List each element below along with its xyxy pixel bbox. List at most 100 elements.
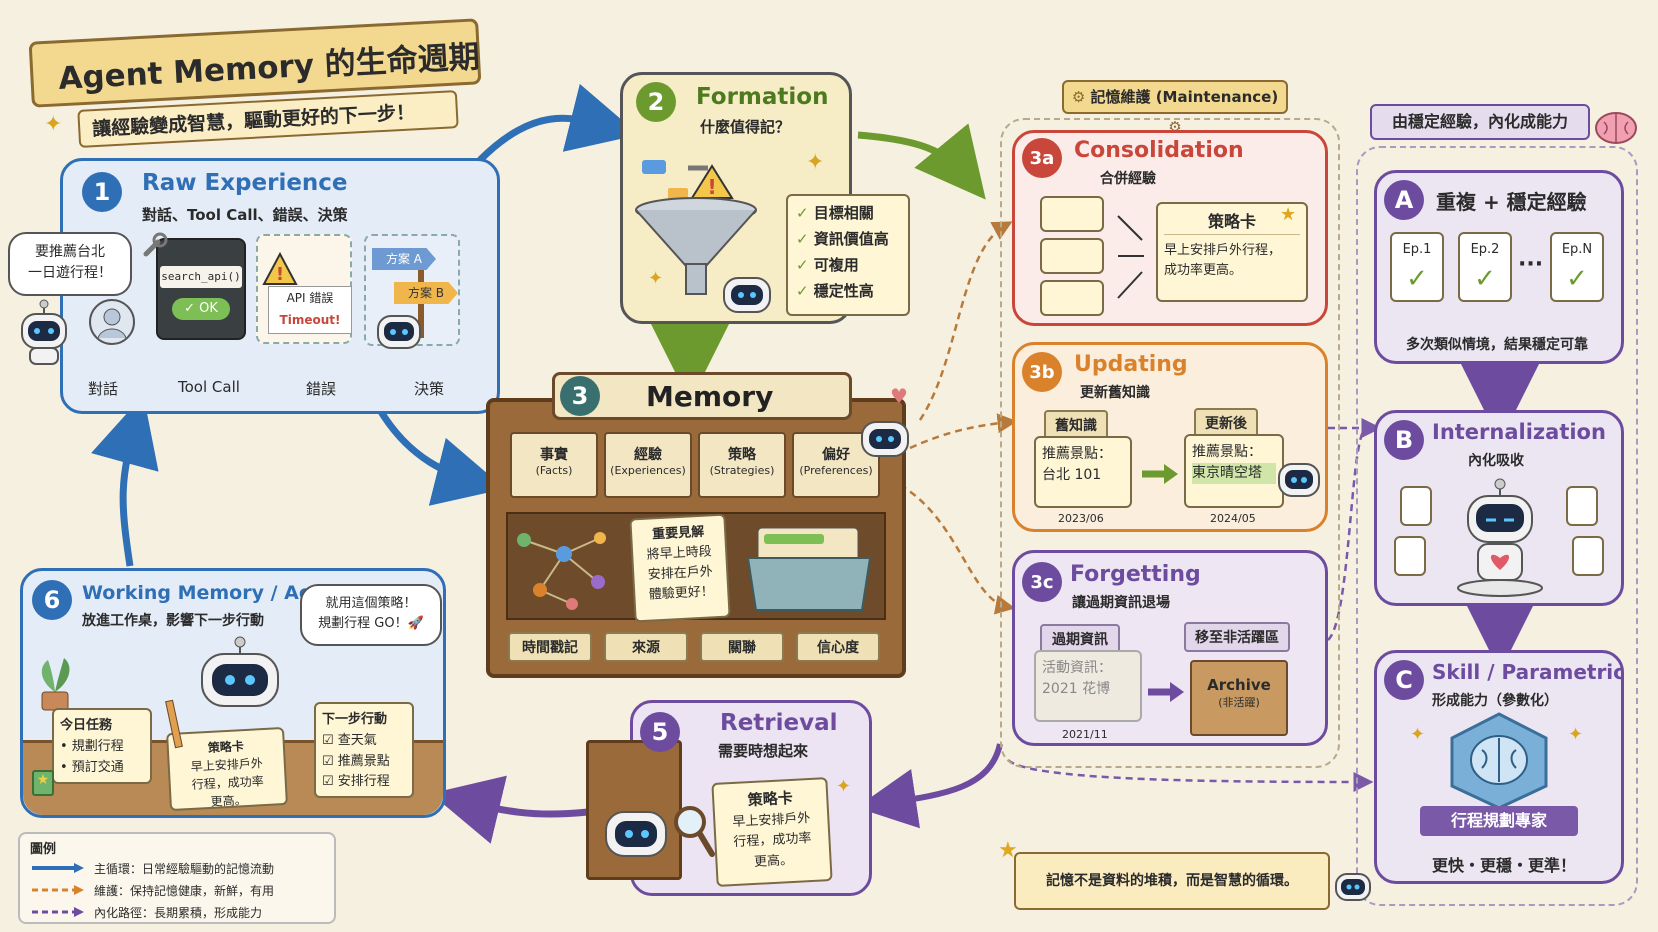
insight-note: 重要見解 將早上時段 安排在戶外 體驗更好！ [629,513,731,623]
plan-b-sign: 方案 B [394,282,458,304]
panel-title: Memory [646,380,774,413]
speech-bubble: 要推薦台北 一日遊行程！ [8,232,132,296]
gear-icon: ⚙ [1071,88,1091,106]
expired-date: 2021/11 [1062,728,1108,741]
check-icon: ✓ [796,282,814,300]
archive-box: Archive (非活躍) [1190,660,1288,736]
experience-note [1040,238,1104,274]
sparkle-icon: ✦ [806,150,825,175]
check-icon: ✓ [796,256,814,274]
panel-subtitle: 形成能力（參數化） [1432,693,1558,709]
file-folder-icon [746,527,872,611]
svg-text:!: ! [707,175,716,199]
check-icon: ✓ [1406,263,1428,294]
panel-title: Forgetting [1070,562,1201,587]
sparkle-icon: ✦ [1410,724,1426,745]
maintenance-region [1000,118,1340,768]
raw-item-labels: 對話 Tool Call 錯誤 決策 [88,378,445,398]
check-icon: ✓ [1566,263,1588,294]
skill-ribbon: 行程規劃專家 [1420,806,1578,836]
panel-subtitle: 讓過期資訊退場 [1072,595,1170,611]
step-number: 3c [1022,562,1062,602]
todays-tasks-note: 今日任務 • 規劃行程 • 預訂交通 [52,708,152,784]
meditating-robot-icon [1457,478,1543,597]
document-icon [1572,536,1604,576]
wrench-icon [143,232,168,257]
brain-icon [1595,112,1637,144]
robot-icon [1335,873,1371,901]
user-avatar-icon [89,299,135,345]
panel-subtitle: 放進工作桌，影響下一步行動 [82,613,264,629]
next-actions-note: 下一步行動 ☑ 查天氣 ☑ 推薦景點 ☑ 安排行程 [314,702,414,798]
panel-title: Retrieval [720,710,838,736]
panel-subtitle: 內化吸收 [1468,453,1524,469]
move-inactive-label: 移至非活躍區 [1184,622,1290,652]
robot-icon [21,299,67,365]
svg-text:!: ! [276,264,284,285]
mug-icon: ★ [32,770,54,796]
step-number: 2 [636,82,676,122]
plan-a-sign: 方案 A [372,248,436,270]
memory-header [552,372,852,420]
updated-knowledge-label: 更新後 [1194,408,1258,438]
strategy-card: 策略卡 早上安排戶外 行程，成功率 更高。 [166,726,288,812]
legend-item: 主循環：日常經驗驅動的記憶流動 [30,857,324,879]
speech-bubble: 就用這個策略！ 規劃行程 GO！🚀 [300,584,442,646]
drawer-strategies: 策略(Strategies) [698,432,786,498]
plant-icon [41,658,70,711]
panel-title: Formation [696,84,829,110]
arrow-retrieval-to-working [430,775,589,844]
criteria-checklist: ✓ 目標相關 ✓ 資訊價值高 ✓ 可複用 ✓ 穩定性高 [786,194,910,316]
panel-title: Consolidation [1074,138,1244,163]
magnifier-icon [674,806,715,857]
panel-subtitle: 合併經驗 [1100,171,1156,187]
check-icon: ✓ [184,301,200,316]
dashed-arrow-swatch [32,885,84,895]
panel-subtitle: 更新舊知識 [1080,385,1150,401]
step-number: 3b [1022,352,1062,392]
star-icon: ★ [1280,204,1297,225]
drawer-experiences: 經驗(Experiences) [604,432,692,498]
old-date: 2023/06 [1058,512,1104,525]
robot-icon [1278,463,1320,497]
quote-card: 記憶不是資料的堆積，而是智慧的循環。 [1014,852,1330,910]
arrow-maintenance-to-retrieval [856,743,1003,829]
drawer-row: 事實(Facts) 經驗(Experiences) 策略(Strategies)… [508,432,884,502]
star-icon: ★ [998,838,1018,863]
expired-info-card: 活動資訊： 2021 花博 [1034,650,1142,722]
check-icon: ✓ [796,204,814,222]
strategy-card: 策略卡 早上安排戶外 行程，成功率 更高。 [711,777,833,887]
sparkle-icon: ✦ [44,112,63,137]
sparkle-icon: ✦ [836,776,852,797]
legend-item: 維護：保持記憶健康，新鮮，有用 [30,879,324,901]
arrow-formation-to-maintenance [857,123,986,200]
check-icon: ✓ [796,230,814,248]
panel-caption: 多次類似情境，結果穩定可靠 [1406,337,1588,353]
drawer-preferences: 偏好(Preferences) [792,432,880,498]
old-knowledge-card: 推薦景點： 台北 101 [1034,436,1132,508]
arrow-raw-to-memory [376,408,506,506]
step-number: 3 [560,376,600,416]
update-arrow [1142,464,1178,484]
tool-call-screen [156,238,246,340]
updated-knowledge-card: 推薦景點： 東京晴空塔 [1184,434,1284,508]
internalization-region [1356,146,1638,906]
legend: 圖例 主循環：日常經驗驅動的記憶流動 維護：保持記憶健康，新鮮，有用 內化路徑：… [18,832,336,924]
expired-info-label: 過期資訊 [1040,624,1120,654]
sparkle-icon: ✦ [648,268,664,289]
panel-title: Skill / Parametric [1432,660,1626,684]
title-banner: Agent Memory 的生命週期 讓經驗變成智慧，驅動更好的下一步！ [28,18,482,148]
step-number: B [1384,420,1424,460]
step-number: A [1384,180,1424,220]
experience-note [1040,280,1104,316]
panel-title: Updating [1074,352,1188,377]
funnel-icon: ! [635,160,757,295]
solid-arrow-swatch [32,863,84,873]
strategy-card: 策略卡 早上安排戶外行程， 成功率更高。 [1156,202,1308,302]
robot-icon [377,315,421,349]
merge-arrows [1117,215,1144,299]
heart-icon: ♥ [890,384,908,408]
arrow-raw-to-formation [477,83,640,163]
warning-icon: ! [262,251,298,285]
step-number: 5 [640,712,680,752]
